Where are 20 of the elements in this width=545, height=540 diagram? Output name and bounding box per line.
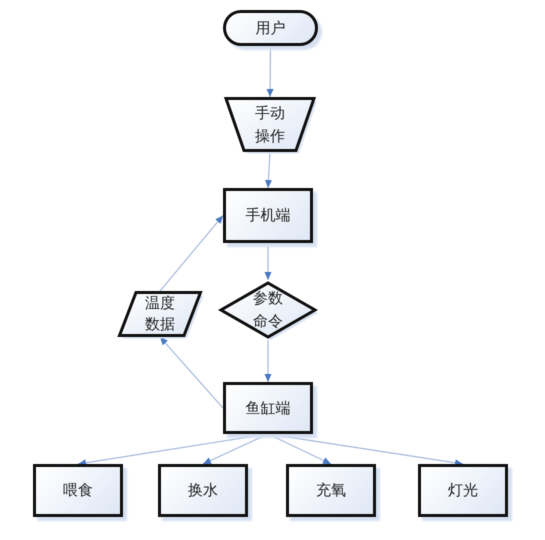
- process-box: 灯光: [418, 464, 508, 517]
- data-parallelogram: 温度数据: [117, 291, 203, 337]
- arrow: [266, 46, 274, 97]
- arrow: [268, 433, 332, 465]
- arrow: [160, 336, 224, 408]
- process-box: 喂食: [33, 464, 123, 517]
- arrow: [78, 433, 268, 466]
- arrow: [268, 433, 464, 466]
- process-box: 鱼缸端: [223, 382, 313, 434]
- process-box: 手机端: [223, 188, 313, 243]
- arrow: [264, 152, 272, 188]
- arrow: [264, 243, 272, 280]
- terminal-box: 用户: [223, 10, 318, 46]
- process-box: 充氧: [286, 464, 376, 517]
- decision-diamond: 参数命令: [218, 280, 318, 340]
- manual-operation-trapezoid: 手动操作: [224, 97, 316, 152]
- arrow: [160, 215, 224, 292]
- process-box: 换水: [158, 464, 248, 517]
- arrow: [264, 340, 272, 382]
- arrow: [202, 433, 268, 465]
